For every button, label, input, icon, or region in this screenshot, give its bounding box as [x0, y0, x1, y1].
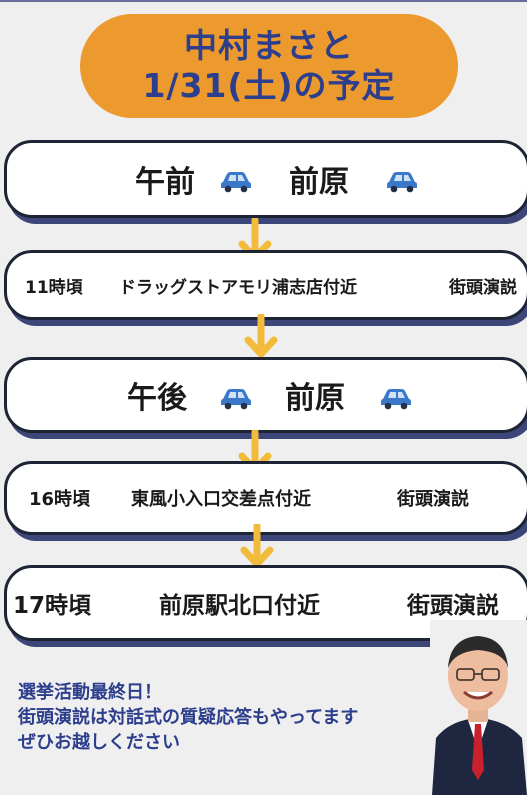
car-icon — [387, 172, 417, 193]
event-card-16: 16時頃 東風小入口交差点付近 街頭演説 — [4, 461, 527, 535]
schedule-date-title: 1/31(土)の予定 — [142, 66, 396, 105]
afternoon-period-card: 午後 前原 — [4, 357, 527, 433]
car-icon — [221, 172, 251, 193]
event-card-11: 11時頃 ドラッグストアモリ浦志店付近 街頭演説 — [4, 250, 527, 320]
footer-line-final-day: 選挙活動最終日！ — [18, 682, 162, 703]
down-arrow-icon — [244, 314, 278, 358]
event-time: 11時頃 — [25, 277, 83, 298]
top-divider — [0, 0, 527, 2]
event-location: ドラッグストアモリ浦志店付近 — [119, 277, 357, 298]
event-location: 東風小入口交差点付近 — [131, 489, 311, 510]
car-icon — [381, 389, 411, 410]
candidate-portrait — [430, 620, 527, 795]
event-location: 前原駅北口付近 — [159, 593, 320, 619]
period-label: 午前 — [135, 165, 195, 200]
morning-period-card: 午前 前原 — [4, 140, 527, 218]
footer-line-qa: 街頭演説は対話式の質疑応答もやってます — [18, 707, 359, 728]
period-place: 前原 — [289, 165, 349, 200]
down-arrow-icon — [240, 524, 274, 568]
event-activity: 街頭演説 — [449, 277, 517, 298]
event-time: 17時頃 — [13, 593, 92, 619]
candidate-name: 中村まさと — [184, 26, 354, 65]
period-place: 前原 — [285, 381, 345, 416]
title-banner: 中村まさと 1/31(土)の予定 — [80, 14, 458, 118]
period-label: 午後 — [127, 381, 187, 416]
event-activity: 街頭演説 — [397, 489, 469, 510]
event-time: 16時頃 — [29, 489, 91, 510]
footer-message: 選挙活動最終日！ 街頭演説は対話式の質疑応答もやってます ぜひお越しください — [18, 680, 358, 755]
event-card-17: 17時頃 前原駅北口付近 街頭演説 — [4, 565, 527, 641]
car-icon — [221, 389, 251, 410]
event-activity: 街頭演説 — [407, 593, 499, 619]
footer-line-invite: ぜひお越しください — [18, 732, 180, 753]
